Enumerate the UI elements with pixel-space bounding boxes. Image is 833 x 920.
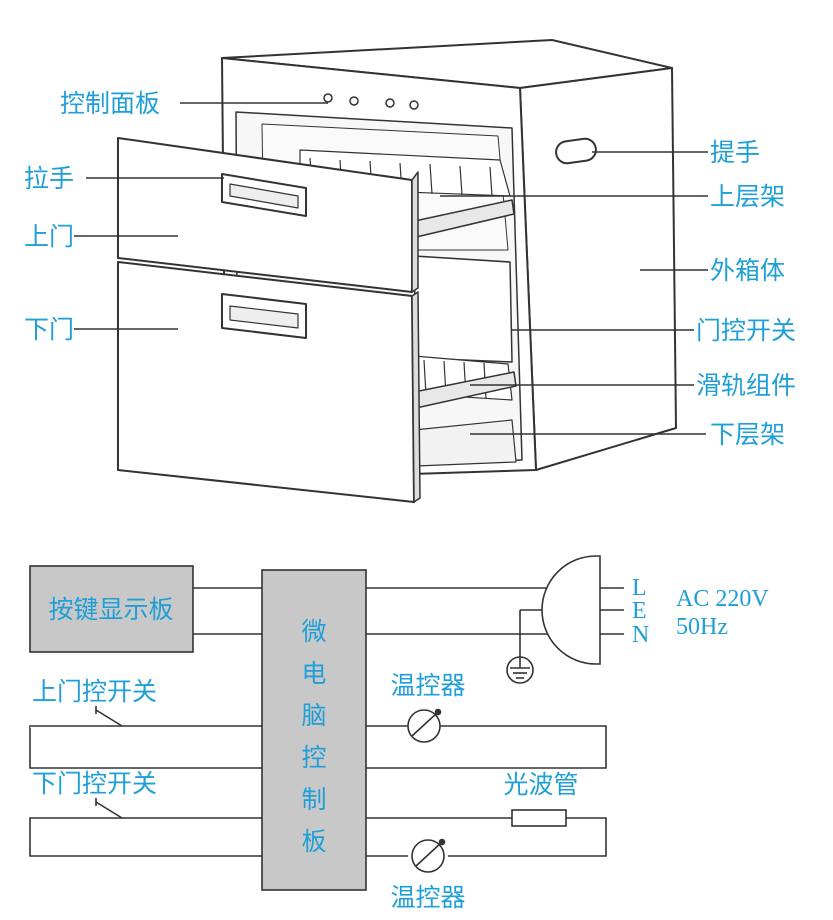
plug-pin-e: E	[632, 598, 647, 624]
label-control-panel: 控制面板	[60, 89, 160, 118]
upper-door-switch-icon	[30, 706, 123, 728]
label-thermostat-bottom: 温控器	[390, 883, 465, 912]
label-outer-box: 外箱体	[710, 256, 785, 285]
lower-door-shape	[117, 261, 415, 503]
micro-board-char-1: 微	[301, 617, 326, 646]
power-voltage: AC 220V	[676, 586, 769, 612]
microcomputer-board	[261, 569, 367, 891]
label-handle: 拉手	[24, 164, 74, 193]
upper-door-side	[411, 171, 419, 293]
light-wave-tube-icon	[511, 809, 567, 827]
outer-box-side	[519, 67, 677, 471]
micro-board-char-4: 控	[301, 743, 326, 772]
label-upper-rack: 上层架	[710, 182, 785, 211]
power-frequency: 50Hz	[676, 614, 728, 640]
circuit-wires	[29, 587, 607, 857]
plug-pin-l: L	[632, 575, 647, 601]
circuit-diagram: 按键显示板 微 电 脑 控 制 板 L E N AC 220V 50Hz	[29, 555, 769, 912]
thermostat-top-icon	[407, 708, 442, 743]
carry-handle-shape	[555, 137, 597, 165]
cabinet-drawing	[117, 39, 677, 503]
label-light-wave-tube: 光波管	[503, 770, 578, 799]
lower-door-switch-icon	[95, 798, 123, 819]
power-plug-icon	[541, 555, 624, 665]
leader-lines	[74, 102, 708, 435]
thermostat-bottom-icon	[411, 838, 446, 873]
label-upper-door: 上门	[24, 222, 74, 251]
label-lower-door-switch: 下门控开关	[32, 769, 157, 798]
upper-handle-inner	[229, 183, 299, 209]
lower-handle-inner	[229, 305, 299, 329]
label-lower-door: 下门	[24, 315, 74, 344]
label-upper-door-switch: 上门控开关	[32, 677, 157, 706]
label-slide-rail: 滑轨组件	[696, 371, 796, 400]
micro-board-char-2: 电	[301, 659, 326, 688]
micro-board-char-6: 板	[301, 827, 326, 856]
micro-board-char-5: 制	[301, 785, 326, 814]
label-thermostat-top: 温控器	[390, 671, 465, 700]
key-display-board	[29, 565, 194, 653]
ground-symbol-icon	[506, 656, 534, 684]
label-carry-handle: 提手	[710, 138, 760, 167]
label-door-switch: 门控开关	[696, 316, 796, 345]
lower-door-side	[411, 291, 421, 503]
cabinet-labels: 控制面板 拉手 上门 下门 提手 上层架 外箱体 门控开关 滑轨组件 下层架	[24, 89, 796, 449]
micro-board-char-3: 脑	[301, 701, 326, 730]
label-lower-rack: 下层架	[710, 420, 785, 449]
control-panel-knobs	[323, 93, 419, 110]
key-display-board-label: 按键显示板	[48, 595, 173, 624]
plug-pin-n: N	[632, 622, 649, 648]
middle-compartment	[413, 255, 513, 363]
